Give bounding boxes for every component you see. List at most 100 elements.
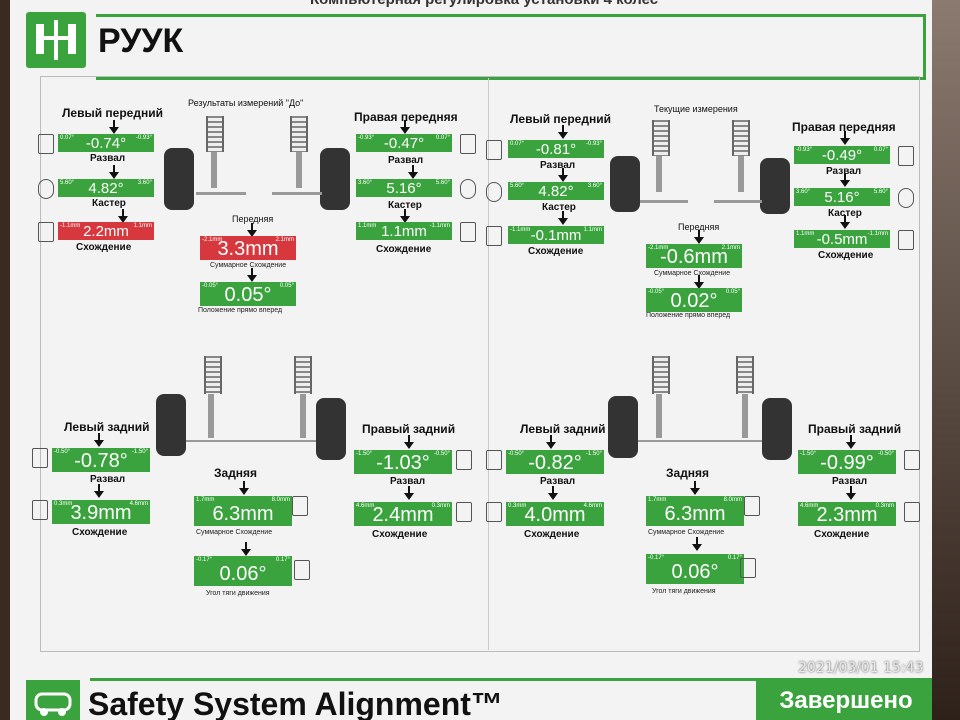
thrust-angle-label: Угол тяги движения bbox=[652, 588, 716, 595]
spring-icon bbox=[294, 356, 312, 394]
left-toe-value: 3.9mm bbox=[70, 502, 132, 524]
total-toe-label: Суммарное Схождение bbox=[196, 529, 273, 536]
tol-max: 0.3mm bbox=[875, 503, 894, 509]
tol-min: 1.7mm bbox=[196, 497, 215, 503]
right-front-label: Правая передняя bbox=[354, 110, 458, 124]
left-camber-label: Развал bbox=[540, 476, 576, 487]
right-camber-value: -0.99° bbox=[820, 452, 874, 474]
left-caster-label: Кастер bbox=[92, 198, 126, 209]
brand-title: Safety System Alignment™ bbox=[88, 686, 503, 720]
right-caster-label: Кастер bbox=[388, 200, 422, 211]
tol-max: 2.1mm bbox=[275, 237, 294, 243]
right-toe-box: 4.6mm 0.3mm 2.4mm bbox=[354, 502, 452, 526]
strut-icon bbox=[296, 152, 302, 188]
right-toe-label: Схождение bbox=[372, 529, 428, 540]
right-camber-label: Развал bbox=[832, 476, 868, 487]
right-toe-box: 1.1mm -1.1mm 1.1mm bbox=[356, 222, 452, 240]
left-front-label: Левый передний bbox=[62, 106, 163, 120]
right-camber-label: Развал bbox=[388, 155, 424, 166]
tol-max: 0.17° bbox=[727, 555, 742, 561]
tol-min: -0.05° bbox=[648, 289, 665, 295]
spring-icon bbox=[732, 120, 750, 156]
right-toe-label: Схождение bbox=[818, 250, 874, 261]
footer-rule bbox=[90, 678, 930, 681]
right-toe-value: 1.1mm bbox=[381, 223, 427, 240]
tol-min: -0.05° bbox=[202, 283, 219, 289]
printout-page: Компьютерная регулировка установки 4 кол… bbox=[10, 0, 932, 720]
wheel-icon bbox=[762, 398, 792, 460]
arrow-icon bbox=[118, 209, 128, 223]
right-toe-value: 2.3mm bbox=[816, 504, 878, 526]
caster-icon bbox=[38, 179, 54, 199]
photo-timestamp: 2021/03/01 15:43 bbox=[798, 660, 924, 676]
total-toe-label: Суммарное Схождение bbox=[210, 262, 287, 269]
tol-max: -1.1mm bbox=[429, 223, 450, 229]
right-toe-label: Схождение bbox=[814, 529, 870, 540]
toe-icon bbox=[904, 502, 920, 522]
control-arm-icon bbox=[714, 200, 762, 203]
arrow-icon bbox=[400, 120, 410, 134]
strut-icon bbox=[742, 394, 748, 438]
right-caster-box: 3.60° 5.60° 5.16° bbox=[794, 188, 890, 206]
left-caster-box: 5.60° 3.60° 4.82° bbox=[508, 182, 604, 200]
wheel-icon bbox=[608, 396, 638, 458]
arrow-icon bbox=[548, 486, 558, 500]
strut-icon bbox=[211, 152, 217, 188]
tol-max: 5.60° bbox=[435, 180, 450, 186]
strut-icon bbox=[738, 156, 744, 192]
arrow-icon bbox=[846, 435, 856, 449]
arrow-icon bbox=[692, 537, 702, 551]
right-caster-value: 5.16° bbox=[824, 189, 860, 206]
arrow-icon bbox=[840, 215, 850, 229]
caster-icon bbox=[898, 188, 914, 208]
tol-min: -1.1mm bbox=[510, 227, 531, 233]
control-arm-icon bbox=[640, 200, 688, 203]
thrust-icon bbox=[294, 560, 310, 580]
right-toe-box: 4.6mm 0.3mm 2.3mm bbox=[798, 502, 896, 526]
left-camber-box: -0.50° -1.50° -0.82° bbox=[506, 450, 604, 474]
rear-axle-label: Задняя bbox=[666, 466, 710, 480]
right-caster-box: 3.60° 5.60° 5.16° bbox=[356, 179, 452, 197]
thrust-angle-box: -0.17° 0.17° 0.06° bbox=[194, 556, 292, 586]
wheel-icon bbox=[610, 156, 640, 212]
caster-icon bbox=[460, 179, 476, 199]
tol-max: 0.07° bbox=[435, 135, 450, 141]
arrow-icon bbox=[247, 268, 257, 282]
arrow-icon bbox=[840, 173, 850, 187]
spring-icon bbox=[206, 116, 224, 152]
tol-max: -0.50° bbox=[433, 451, 450, 457]
tol-min: -0.93° bbox=[796, 147, 813, 153]
left-caster-value: 4.82° bbox=[538, 183, 574, 200]
tol-max: 1.1mm bbox=[133, 223, 152, 229]
left-toe-value: 2.2mm bbox=[83, 223, 129, 240]
title-frame bbox=[96, 14, 926, 80]
tol-min: 5.60° bbox=[510, 183, 525, 189]
arrow-icon bbox=[404, 486, 414, 500]
left-caster-value: 4.82° bbox=[88, 180, 124, 197]
camber-icon bbox=[456, 450, 472, 470]
toe-icon bbox=[898, 230, 914, 250]
left-camber-label: Развал bbox=[90, 474, 126, 485]
tol-max: 0.3mm bbox=[431, 503, 450, 509]
tol-max: -1.50° bbox=[585, 451, 602, 457]
straight-ahead-value: 0.05° bbox=[224, 284, 272, 306]
car-logo-icon bbox=[26, 680, 80, 720]
front-axle-label: Передняя bbox=[678, 222, 720, 232]
right-camber-box: -1.50° -0.50° -1.03° bbox=[354, 450, 452, 474]
left-caster-label: Кастер bbox=[542, 202, 576, 213]
arrow-icon bbox=[109, 165, 119, 179]
spring-icon bbox=[290, 116, 308, 152]
left-toe-label: Схождение bbox=[76, 242, 132, 253]
tol-max: 0.05° bbox=[725, 289, 740, 295]
tol-min: -1.50° bbox=[800, 451, 817, 457]
straight-ahead-label: Положение прямо вперед bbox=[198, 307, 283, 314]
total-toe-box: 1.7mm 8.0mm 6.3mm bbox=[646, 496, 744, 526]
wheel-icon bbox=[156, 394, 186, 456]
left-rear-label: Левый задний bbox=[520, 422, 606, 436]
control-arm-icon bbox=[272, 192, 322, 195]
right-caster-value: 5.16° bbox=[386, 180, 422, 197]
cut-off-title: Компьютерная регулировка установки 4 кол… bbox=[310, 0, 658, 8]
arrow-icon bbox=[558, 168, 568, 182]
wheel-icon bbox=[164, 148, 194, 210]
toe-icon bbox=[744, 496, 760, 516]
